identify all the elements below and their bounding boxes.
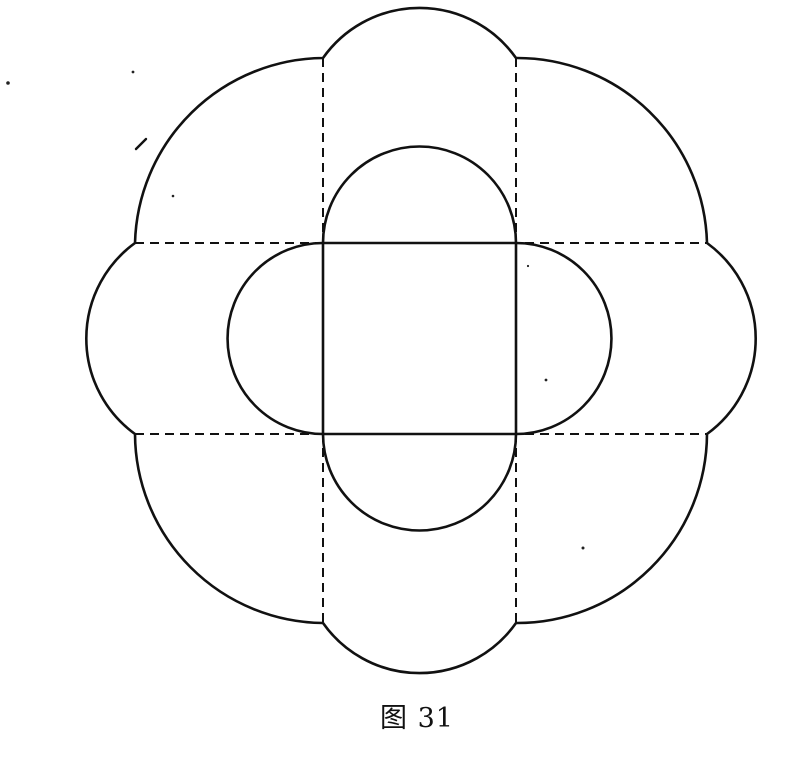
- inner-horizontal-stadium: [226, 241, 613, 436]
- figure-caption: 图 31: [380, 703, 454, 734]
- scan-specks: [6, 70, 585, 550]
- speck-3: [171, 194, 175, 198]
- inner-vertical-stadium: [321, 145, 518, 532]
- speck-6: [526, 264, 530, 268]
- speck-2: [131, 70, 135, 74]
- speck-1: [6, 81, 10, 85]
- speck-5: [581, 546, 585, 550]
- speck-4: [544, 378, 548, 382]
- dashed-guide-lines: [135, 58, 707, 623]
- speck-stroke: [134, 137, 148, 151]
- outer-scalloped-outline: [85, 6, 757, 675]
